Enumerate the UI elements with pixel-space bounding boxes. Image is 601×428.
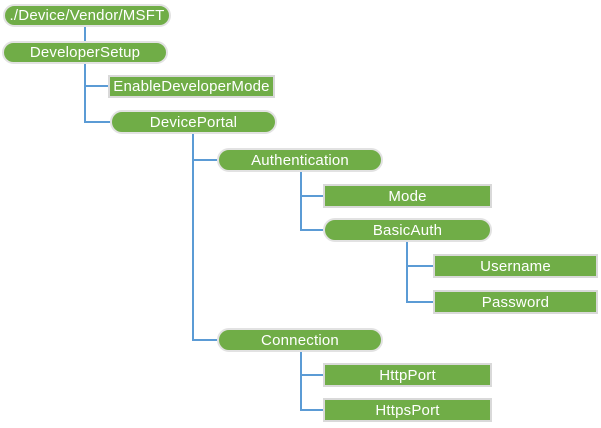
tree-node-device-portal: DevicePortal — [110, 110, 277, 134]
connector-line — [84, 27, 86, 41]
tree-node-label: Username — [480, 257, 551, 275]
tree-node-authentication: Authentication — [217, 148, 383, 172]
connector-line — [406, 242, 408, 303]
tree-node-msft-root: ./Device/Vendor/MSFT — [3, 4, 171, 27]
tree-node-https-port: HttpsPort — [323, 398, 492, 422]
tree-node-label: Mode — [388, 187, 427, 205]
connector-line — [84, 121, 110, 123]
tree-node-label: BasicAuth — [372, 221, 443, 239]
tree-node-label: Authentication — [251, 151, 349, 169]
connector-line — [300, 229, 323, 231]
tree-node-username: Username — [433, 254, 598, 278]
tree-node-label: ./Device/Vendor/MSFT — [9, 7, 165, 24]
connector-line — [300, 374, 323, 376]
tree-node-label: Connection — [261, 331, 339, 349]
tree-node-password: Password — [433, 290, 598, 314]
tree-node-http-port: HttpPort — [323, 363, 492, 387]
connector-line — [406, 265, 433, 267]
connector-line — [300, 172, 302, 231]
tree-node-basic-auth: BasicAuth — [323, 218, 492, 242]
connector-line — [84, 85, 108, 87]
connector-line — [192, 159, 217, 161]
tree-node-label: EnableDeveloperMode — [113, 78, 270, 95]
connector-line — [84, 63, 86, 123]
connector-line — [300, 195, 323, 197]
tree-node-label: DevicePortal — [149, 113, 238, 131]
tree-node-label: DeveloperSetup — [29, 44, 141, 61]
tree-node-connection: Connection — [217, 328, 383, 352]
connector-line — [300, 409, 323, 411]
connector-line — [192, 134, 194, 341]
connector-line — [300, 352, 302, 411]
tree-node-mode: Mode — [323, 184, 492, 208]
tree-node-label: HttpsPort — [375, 401, 440, 419]
connector-line — [192, 339, 217, 341]
tree-node-label: Password — [481, 293, 550, 311]
tree-node-enable-developer-mode: EnableDeveloperMode — [108, 75, 275, 98]
tree-node-developer-setup: DeveloperSetup — [2, 41, 168, 64]
tree-node-label: HttpPort — [379, 366, 436, 384]
connector-line — [406, 301, 433, 303]
